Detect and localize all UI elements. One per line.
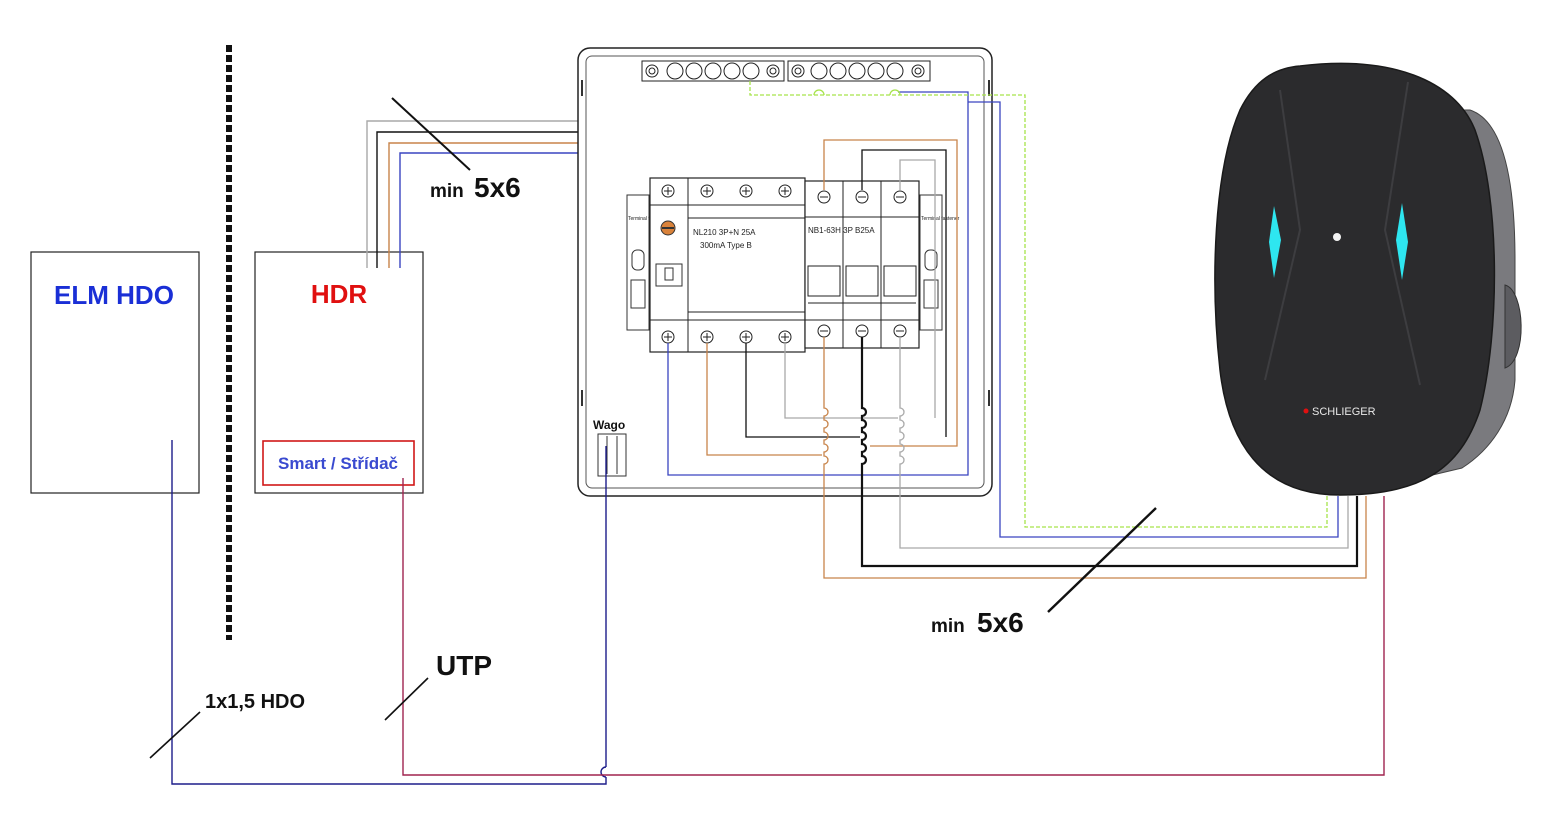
rcd-model-label: NL210 3P+N 25A (693, 228, 756, 237)
terminal-fastener-left: Terminal fastener (626, 194, 667, 331)
size-label-bottom: 5x6 (977, 607, 1024, 638)
utp-label: UTP (436, 650, 492, 681)
elm-hdo-label: ELM HDO (54, 280, 174, 310)
led-right (1396, 203, 1408, 280)
terminal-block-left (641, 60, 785, 82)
smart-inverter-label: Smart / Střídač (278, 454, 398, 473)
ev-charger: SCHLIEGER (1214, 62, 1522, 496)
mcb-model-label: NB1-63H 3P B25A (808, 226, 875, 235)
terminal-block-right (787, 60, 931, 82)
hdr-label: HDR (311, 279, 368, 309)
min-label-top: min (430, 181, 464, 202)
led-left (1269, 206, 1281, 278)
leader-line-utp (384, 677, 429, 721)
terminal-fastener-right-label: Terminal fastener (921, 216, 960, 222)
utp-wire (402, 478, 1385, 776)
hdo-signal-wire (171, 440, 607, 785)
brand-logo: SCHLIEGER (1312, 406, 1376, 418)
min-label-bottom: min (931, 616, 965, 637)
terminal-fastener-left-label: Terminal fastener (628, 216, 667, 222)
hdr-box: HDR Smart / Střídač (254, 251, 424, 494)
wago-connector: Wago (593, 418, 627, 477)
status-dot (1333, 233, 1341, 241)
rcd-sub-label: 300mA Type B (700, 241, 752, 250)
size-label-top: 5x6 (474, 172, 521, 203)
hdo-cable-label: 1x1,5 HDO (205, 691, 305, 713)
panel-internal-wiring (667, 81, 1367, 579)
leader-line-bottom (1047, 507, 1157, 613)
leader-line-top (391, 97, 471, 171)
rcd-breaker: NL210 3P+N 25A 300mA Type B (649, 177, 806, 353)
leader-line-hdo (149, 711, 201, 759)
wago-label: Wago (593, 418, 625, 432)
smart-inverter-box (262, 440, 415, 486)
elm-hdo-box: ELM HDO (30, 251, 200, 494)
terminal-fastener-right: Terminal fastener (919, 194, 960, 331)
mcb-breaker: NB1-63H 3P B25A (804, 180, 920, 349)
